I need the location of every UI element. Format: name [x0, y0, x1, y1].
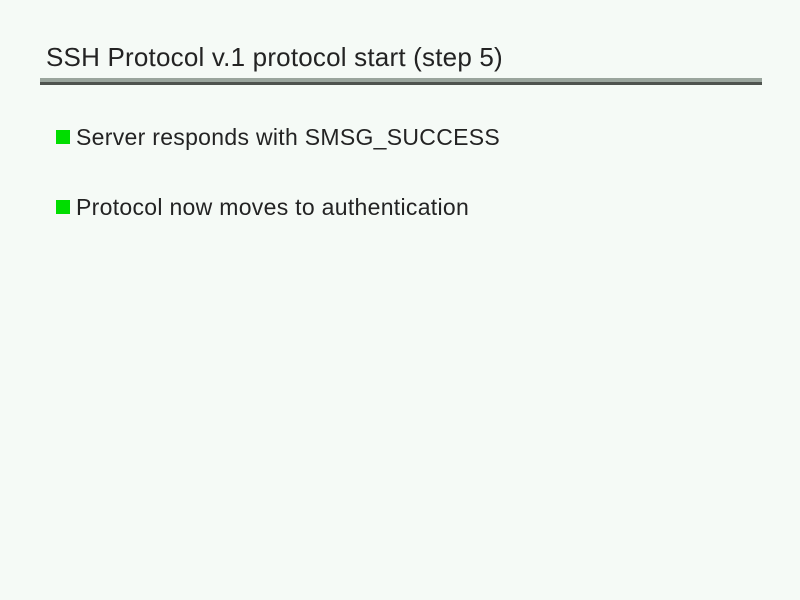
- slide-title: SSH Protocol v.1 protocol start (step 5): [46, 42, 503, 72]
- bullet-text: Protocol now moves to authentication: [76, 193, 470, 220]
- green-square-bullet-icon: [56, 200, 70, 214]
- bullet-item: Server responds with SMSG_SUCCESS: [56, 123, 500, 151]
- green-square-bullet-icon: [56, 130, 70, 144]
- title-underline-rule: [40, 78, 762, 85]
- bullet-text: Server responds with SMSG_SUCCESS: [76, 123, 501, 150]
- bullet-item: Protocol now moves to authentication: [56, 193, 469, 221]
